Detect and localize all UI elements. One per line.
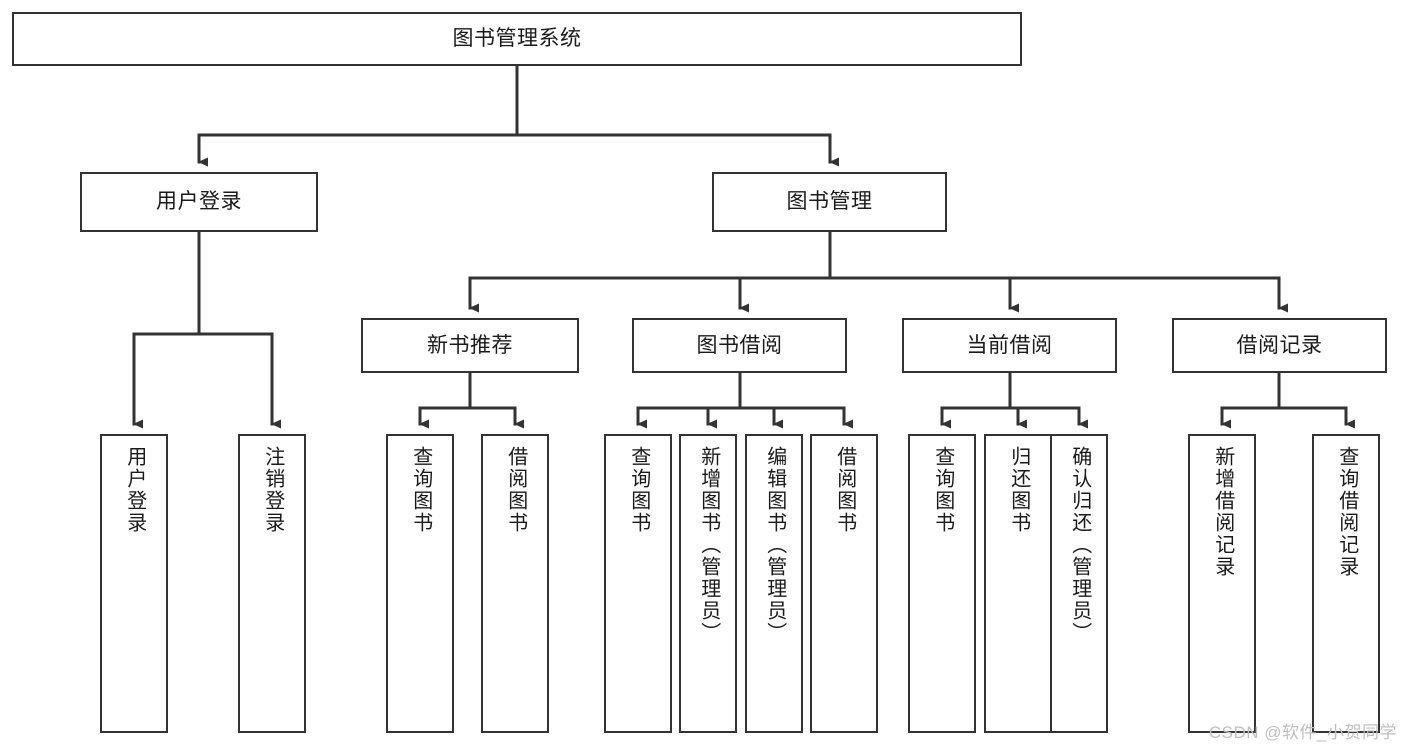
node-leaf-user-login[interactable]: 用户登录: [100, 434, 168, 733]
node-current-borrow-label: 当前借阅: [966, 333, 1053, 357]
node-new-book-recommend-label: 新书推荐: [427, 333, 513, 357]
node-leaf-query-book-1-label: 查询图书: [409, 446, 432, 534]
node-user-login[interactable]: 用户登录: [80, 172, 318, 232]
node-leaf-add-book-admin[interactable]: 新增图书（管理员）: [679, 434, 737, 733]
node-current-borrow[interactable]: 当前借阅: [902, 318, 1117, 373]
node-leaf-borrow-book-1-label: 借阅图书: [504, 446, 527, 534]
node-leaf-query-book-3-label: 查询图书: [931, 446, 954, 534]
node-leaf-confirm-return-admin-label: 确认归还（管理员）: [1068, 446, 1091, 644]
node-leaf-query-borrow-record[interactable]: 查询借阅记录: [1312, 434, 1380, 733]
node-leaf-borrow-book-2-label: 借阅图书: [833, 446, 856, 534]
node-leaf-add-borrow-record[interactable]: 新增借阅记录: [1188, 434, 1256, 733]
node-leaf-add-borrow-record-label: 新增借阅记录: [1211, 446, 1234, 578]
node-leaf-logout-login[interactable]: 注销登录: [238, 434, 306, 733]
node-borrow-record[interactable]: 借阅记录: [1172, 318, 1387, 373]
node-leaf-user-login-label: 用户登录: [123, 446, 146, 534]
node-root-label: 图书管理系统: [452, 27, 582, 51]
node-book-manage-label: 图书管理: [786, 190, 873, 214]
node-leaf-query-borrow-record-label: 查询借阅记录: [1335, 446, 1358, 578]
node-leaf-confirm-return-admin[interactable]: 确认归还（管理员）: [1050, 434, 1108, 733]
node-book-borrow[interactable]: 图书借阅: [632, 318, 847, 373]
node-leaf-edit-book-admin[interactable]: 编辑图书（管理员）: [745, 434, 803, 733]
node-book-manage[interactable]: 图书管理: [712, 172, 947, 232]
node-leaf-query-book-1[interactable]: 查询图书: [386, 434, 454, 733]
csdn-watermark: CSDN @软件_小贺同学: [1208, 723, 1397, 742]
node-leaf-add-book-admin-label: 新增图书（管理员）: [697, 446, 720, 644]
node-leaf-logout-login-label: 注销登录: [261, 446, 284, 534]
node-leaf-edit-book-admin-label: 编辑图书（管理员）: [763, 446, 786, 644]
node-leaf-query-book-2-label: 查询图书: [627, 446, 650, 534]
node-leaf-return-book[interactable]: 归还图书: [984, 434, 1052, 733]
node-leaf-query-book-3[interactable]: 查询图书: [908, 434, 976, 733]
node-user-login-label: 用户登录: [156, 190, 242, 214]
node-leaf-query-book-2[interactable]: 查询图书: [604, 434, 672, 733]
node-leaf-return-book-label: 归还图书: [1007, 446, 1030, 534]
node-leaf-borrow-book-1[interactable]: 借阅图书: [481, 434, 549, 733]
node-root-system[interactable]: 图书管理系统: [12, 12, 1022, 66]
node-leaf-borrow-book-2[interactable]: 借阅图书: [810, 434, 878, 733]
node-book-borrow-label: 图书借阅: [696, 333, 783, 357]
node-borrow-record-label: 借阅记录: [1236, 333, 1323, 357]
node-new-book-recommend[interactable]: 新书推荐: [361, 318, 579, 373]
